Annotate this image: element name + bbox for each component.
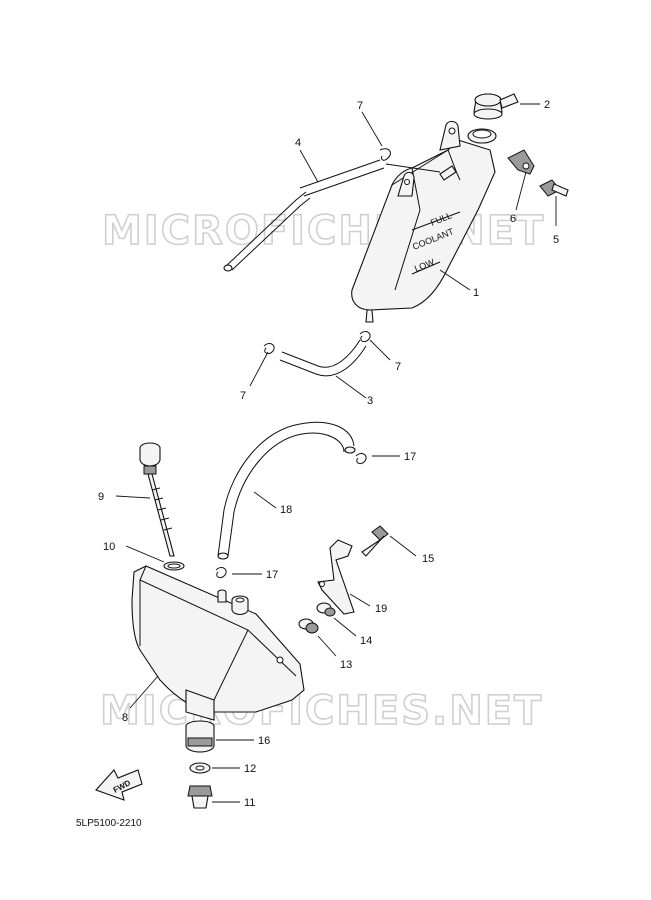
callout-7-top: 7 — [357, 100, 363, 112]
bracket-bolt[interactable] — [361, 525, 389, 557]
o-ring-gauge[interactable] — [163, 561, 185, 571]
callout-3: 3 — [367, 395, 373, 407]
coolant-sub-tank[interactable] — [131, 565, 305, 721]
hose-clip-upper-17[interactable] — [355, 453, 367, 465]
callout-5: 5 — [553, 234, 559, 246]
overflow-hose[interactable] — [279, 339, 367, 377]
callout-10: 10 — [103, 541, 115, 553]
callout-7-left: 7 — [240, 390, 246, 402]
diagram-code: 5LP5100-2210 — [76, 818, 142, 829]
callout-17-upper: 17 — [404, 451, 416, 463]
callout-4: 4 — [295, 137, 301, 149]
callout-16: 16 — [258, 735, 270, 747]
tank-level-line-low — [411, 261, 441, 275]
callout-18: 18 — [280, 504, 292, 516]
hose-clip-lower-17[interactable] — [215, 567, 227, 579]
hose-clip-lower-right[interactable] — [359, 331, 371, 343]
callout-13: 13 — [340, 659, 352, 671]
drain-plug[interactable] — [185, 720, 215, 753]
callout-17-lower: 17 — [266, 569, 278, 581]
collar[interactable] — [298, 618, 319, 634]
callout-1: 1 — [473, 287, 479, 299]
hose-clip-top[interactable] — [379, 148, 391, 161]
hose-clamp-bracket[interactable] — [507, 149, 535, 175]
drain-washer[interactable] — [189, 762, 211, 774]
callout-7-right: 7 — [395, 361, 401, 373]
callout-2: 2 — [544, 99, 550, 111]
mounting-bolt-upper[interactable] — [539, 179, 569, 197]
watermark-bottom: MICROFICHES.NET — [100, 688, 543, 734]
hose-clip-lower-left[interactable] — [263, 343, 275, 355]
callout-11: 11 — [244, 797, 255, 809]
callout-9: 9 — [98, 491, 104, 503]
sub-tank-bracket[interactable] — [317, 539, 355, 615]
watermark-top: MICROFICHES.NET — [102, 208, 545, 254]
callout-19: 19 — [375, 603, 387, 615]
breather-hose[interactable] — [223, 159, 441, 272]
forward-direction-arrow — [95, 769, 143, 801]
drain-bolt[interactable] — [187, 785, 213, 809]
callout-6: 6 — [510, 213, 516, 225]
callout-12: 12 — [244, 763, 256, 775]
reservoir-cap[interactable] — [473, 93, 519, 120]
long-return-hose[interactable] — [217, 421, 356, 560]
callout-15: 15 — [422, 553, 434, 565]
callout-8: 8 — [122, 712, 128, 724]
tank-level-line-full — [411, 211, 461, 231]
level-gauge-dipstick[interactable] — [139, 442, 175, 557]
grommet[interactable] — [316, 602, 336, 617]
callout-14: 14 — [360, 635, 372, 647]
coolant-reservoir-tank[interactable] — [351, 120, 497, 323]
